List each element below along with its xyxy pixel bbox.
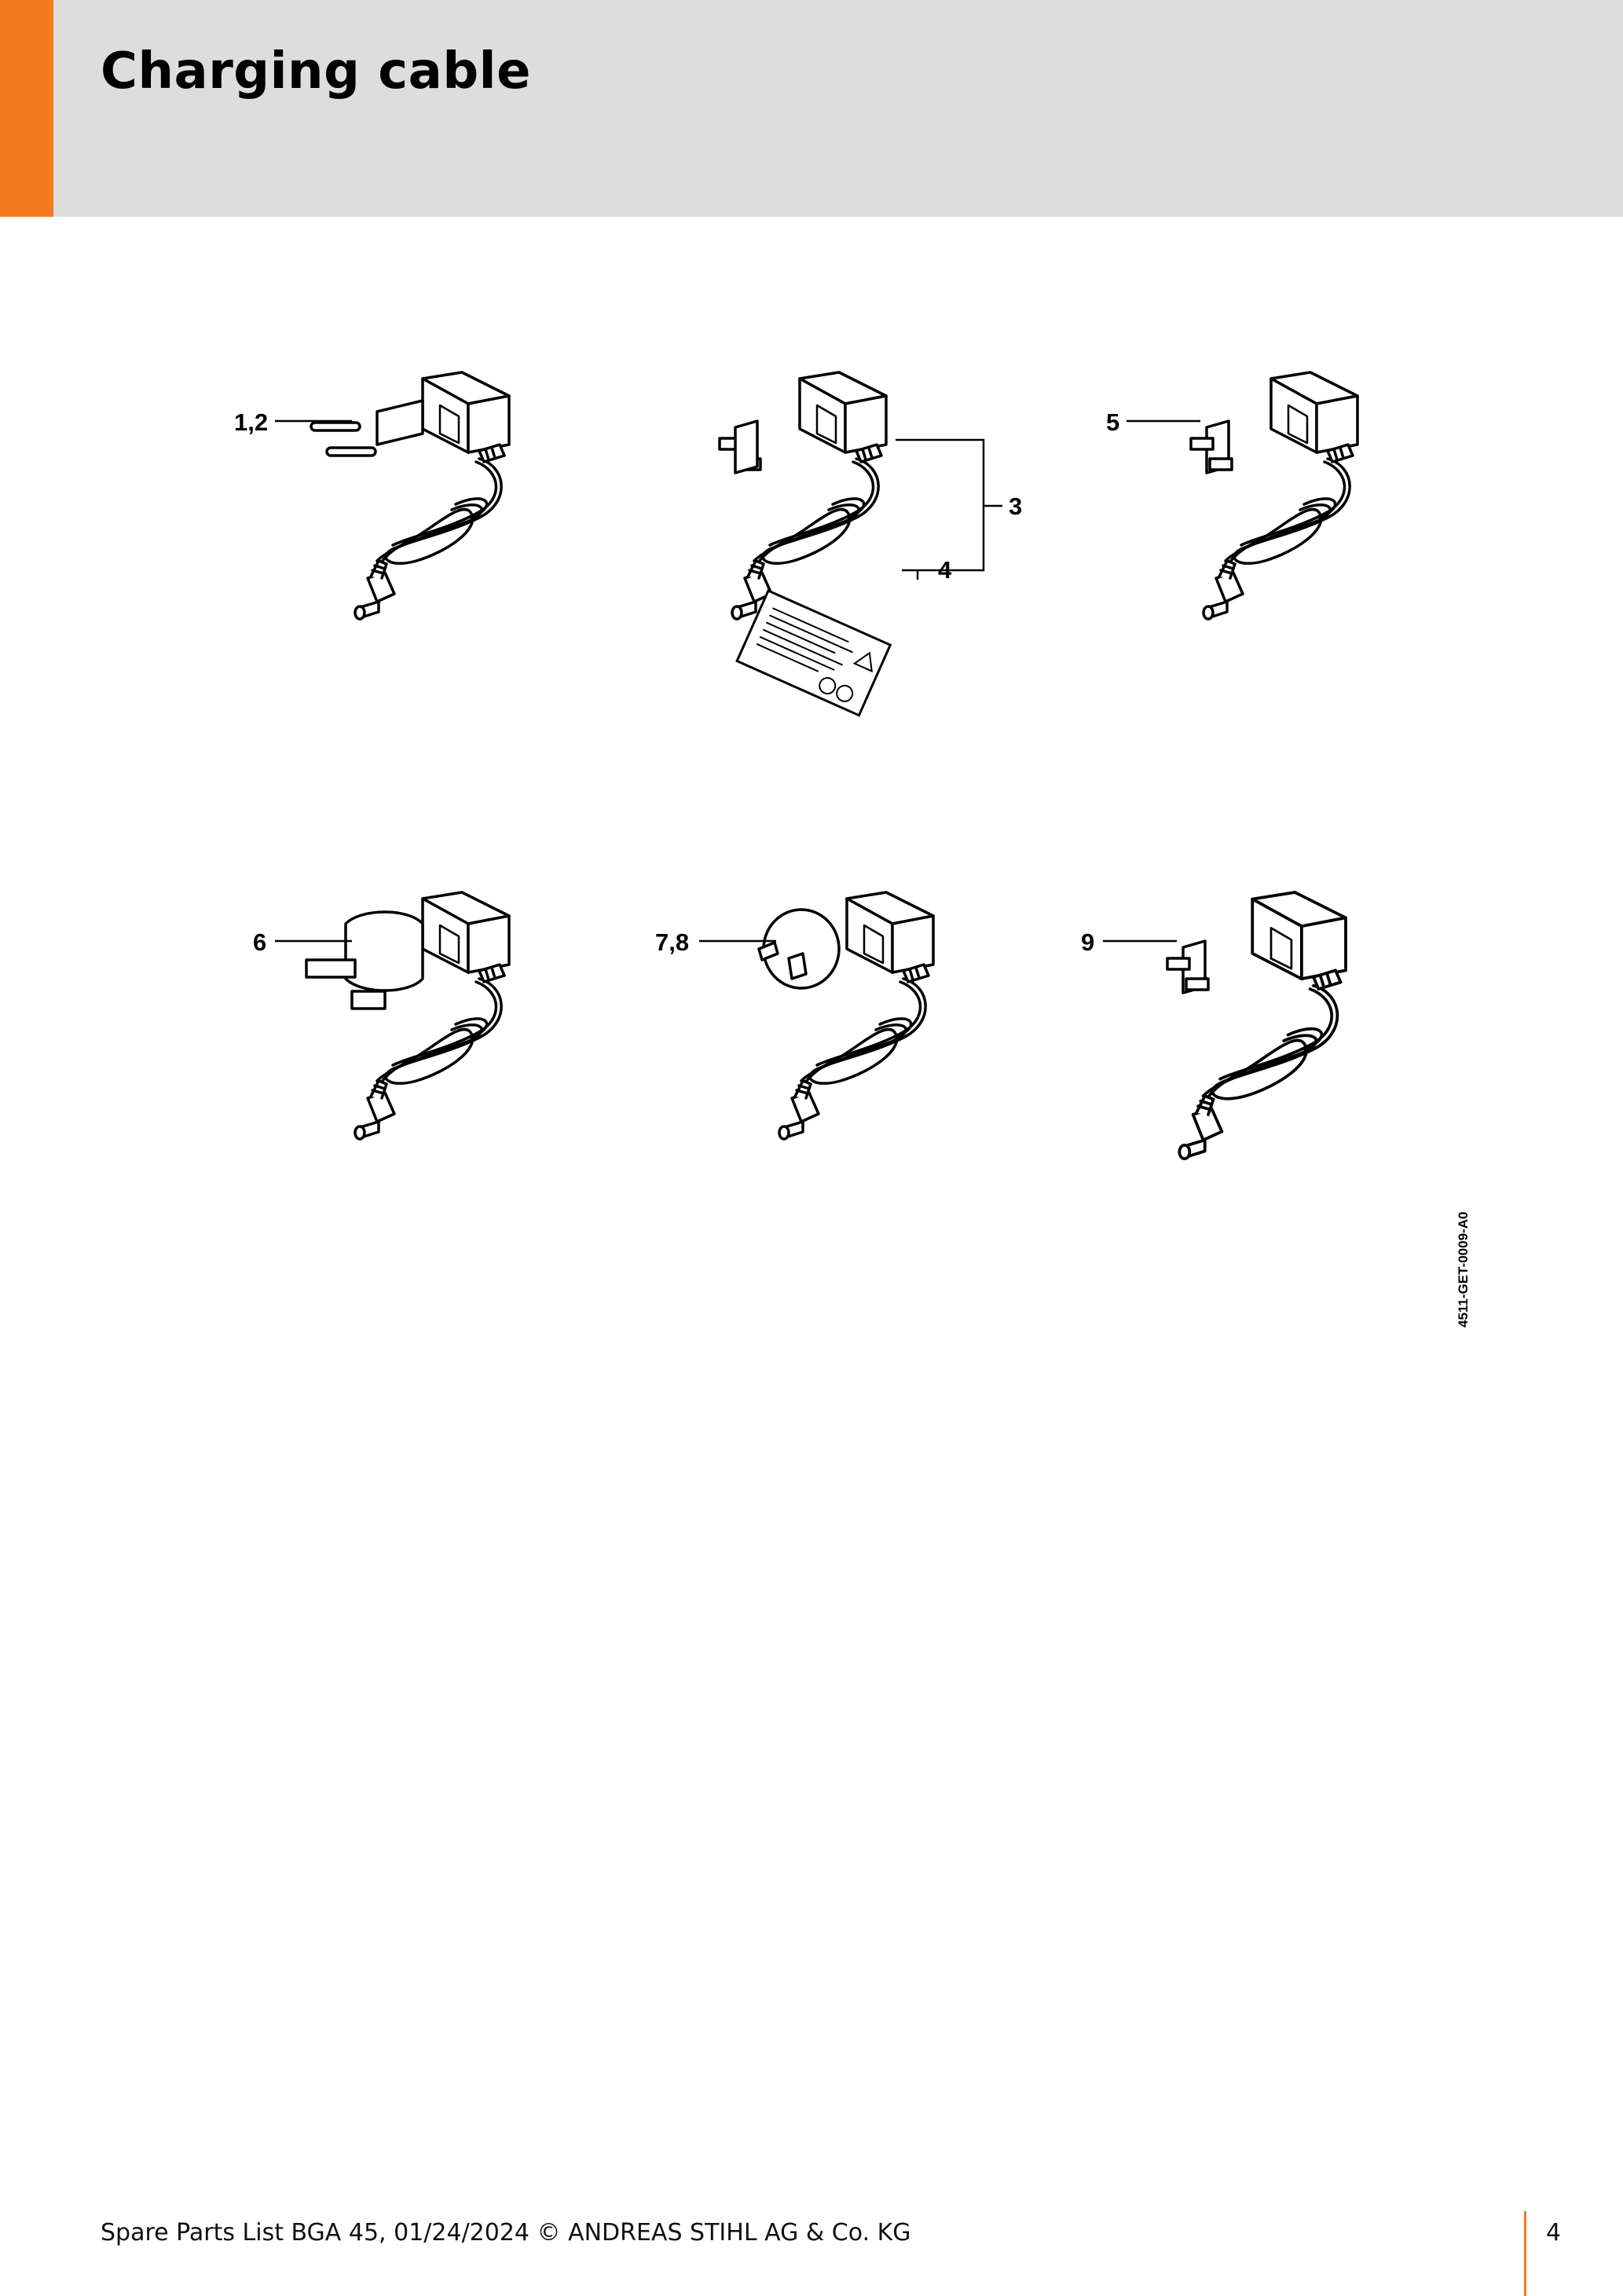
charger-us-plug (1189, 371, 1359, 621)
charger-us-plug-with-label (718, 371, 888, 621)
charger-uk-plug (305, 891, 511, 1141)
header-accent-bar (0, 0, 53, 217)
parts-illustration: 1,2 3 4 (234, 371, 1471, 1327)
callout-1-2: 1,2 (234, 408, 268, 436)
callout-7-8: 7,8 (655, 928, 689, 956)
callout-9: 9 (1081, 928, 1094, 956)
drawing-code: 4511-GET-0009-A0 (1456, 1212, 1471, 1327)
charger-au-plug (757, 891, 935, 1141)
footer-divider (1524, 2211, 1526, 2296)
charger-cn-plug (1166, 891, 1347, 1161)
footer-text: Spare Parts List BGA 45, 01/24/2024 © AN… (101, 2219, 911, 2247)
callout-3: 3 (1009, 493, 1022, 520)
callout-4: 4 (938, 556, 952, 584)
charger-eu-plug (310, 371, 511, 621)
page-number: 4 (1546, 2219, 1562, 2247)
warning-label-card (735, 589, 892, 717)
callout-5: 5 (1106, 408, 1119, 436)
page-title: Charging cable (101, 42, 531, 101)
header-band: Charging cable (0, 0, 1623, 217)
callout-6: 6 (253, 928, 266, 956)
